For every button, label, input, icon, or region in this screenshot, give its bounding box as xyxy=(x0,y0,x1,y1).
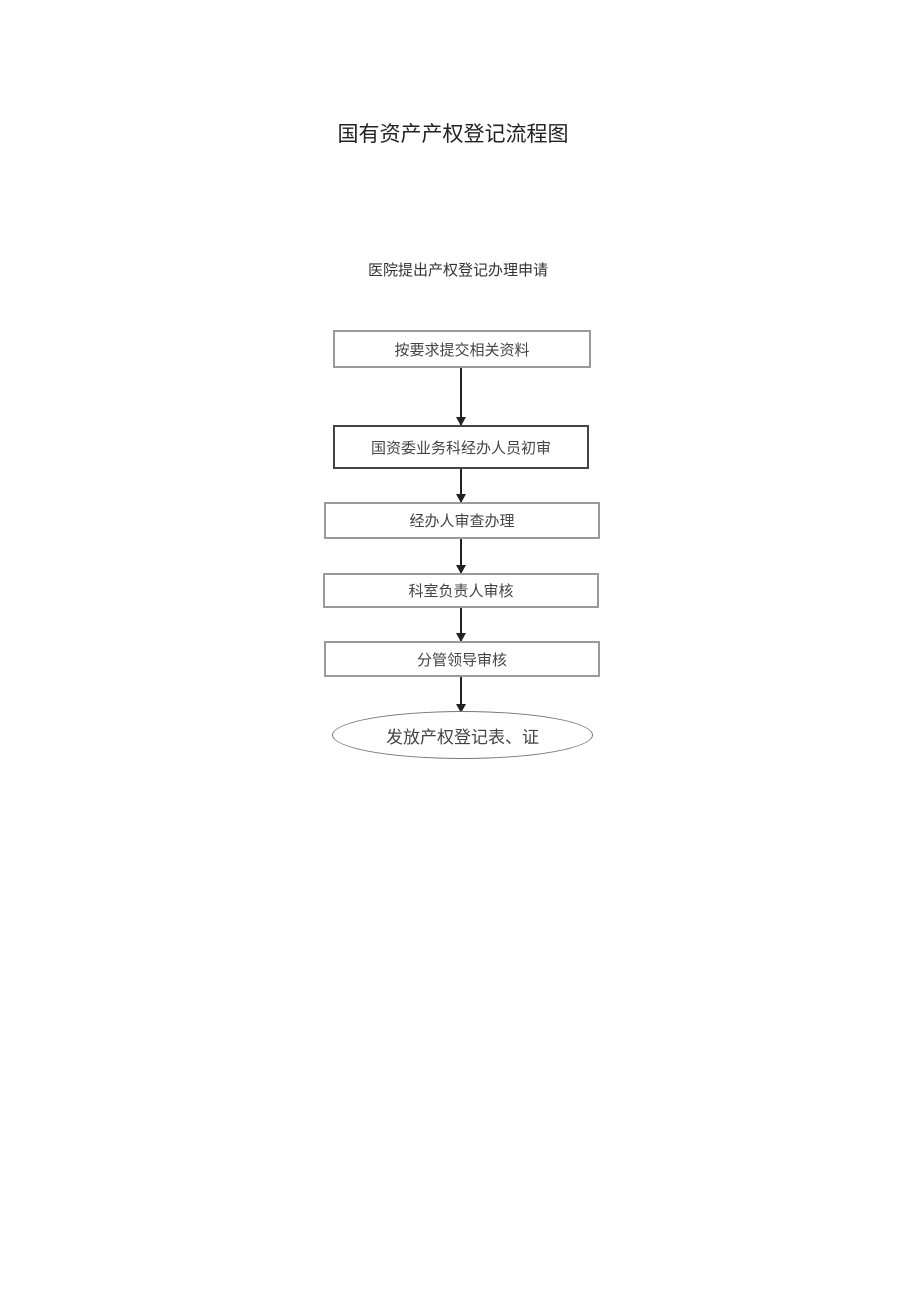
step-label: 按要求提交相关资料 xyxy=(394,340,530,359)
arrow-down-icon xyxy=(456,677,466,713)
step-label: 分管领导审核 xyxy=(416,650,507,669)
step-label: 科室负责人审核 xyxy=(408,582,514,600)
arrow-down-icon xyxy=(456,469,466,503)
flowchart-start-label: 医院提出产权登记办理申请 xyxy=(367,261,548,279)
step-submit-materials: 按要求提交相关资料 xyxy=(333,330,591,368)
step-label: 发放产权登记表、证 xyxy=(386,727,539,748)
step-label: 经办人审查办理 xyxy=(409,512,515,530)
flowchart-title: 国有资产产权登记流程图 xyxy=(337,122,569,146)
step-initial-review: 国资委业务科经办人员初审 xyxy=(333,425,589,469)
step-department-head-review: 科室负责人审核 xyxy=(323,573,599,608)
step-leader-review: 分管领导审核 xyxy=(324,641,600,677)
arrow-down-icon xyxy=(456,368,466,426)
step-handler-processing: 经办人审查办理 xyxy=(324,502,600,539)
step-issue-certificate: 发放产权登记表、证 xyxy=(332,711,593,759)
arrow-down-icon xyxy=(456,539,466,574)
arrow-down-icon xyxy=(456,608,466,642)
step-label: 国资委业务科经办人员初审 xyxy=(370,438,551,457)
